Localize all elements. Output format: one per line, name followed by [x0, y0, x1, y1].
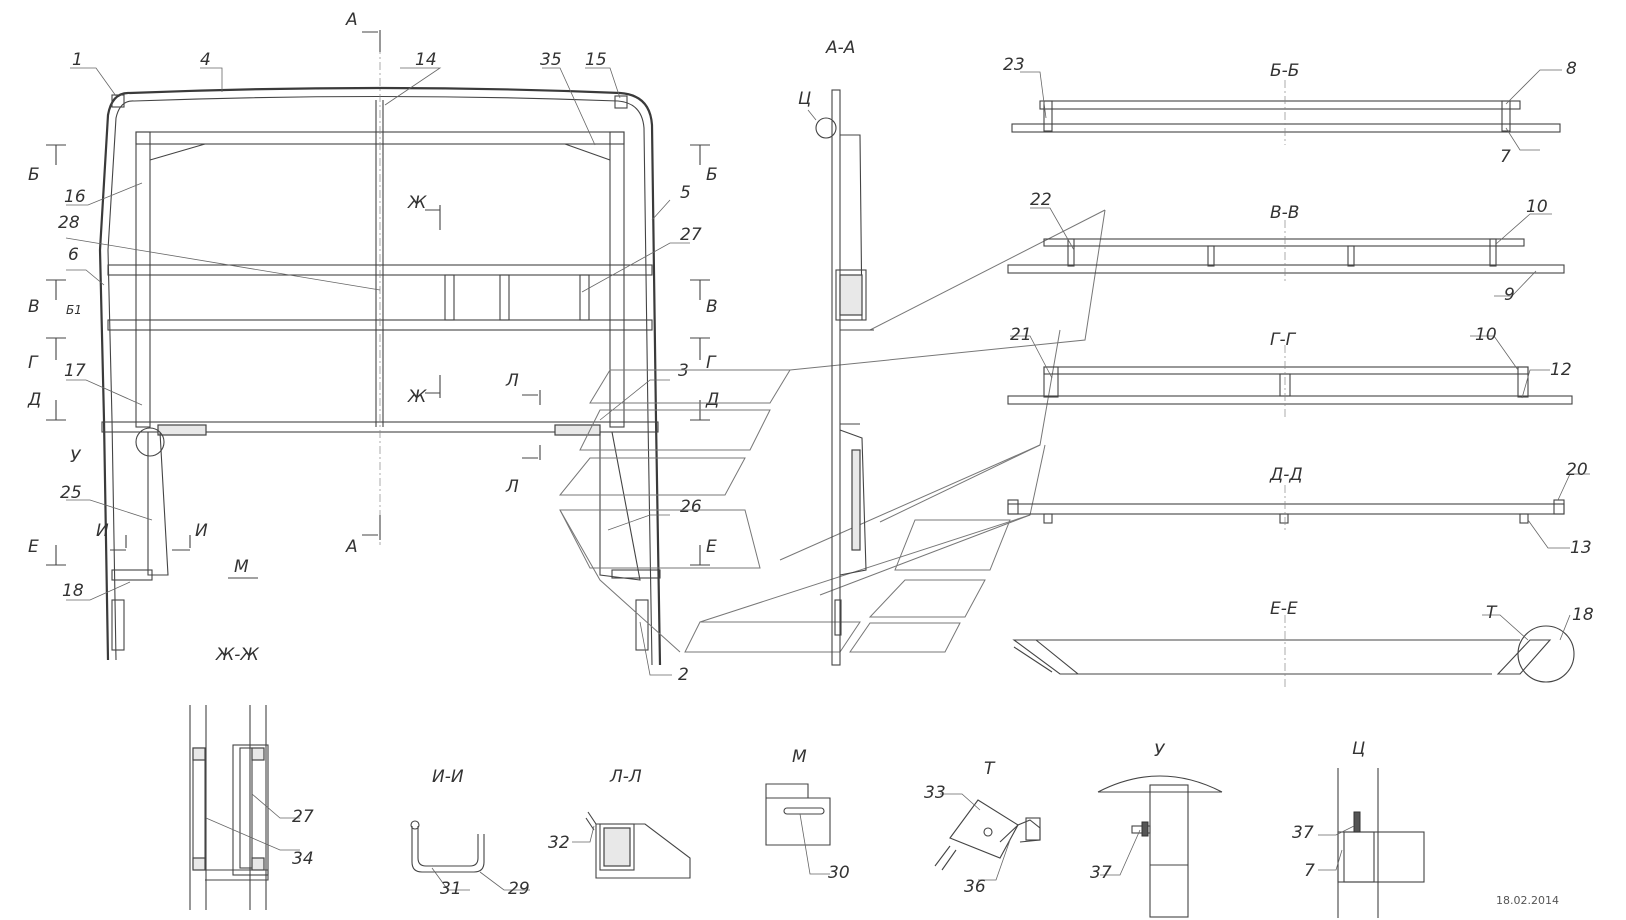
- section-gg-part-10: 10: [1475, 325, 1497, 345]
- main-part-28: 28: [58, 213, 80, 233]
- detail-ts-part-37: 37: [1292, 823, 1314, 843]
- marker-v-right: В: [706, 297, 718, 317]
- section-dd-title: Д-Д: [1269, 465, 1303, 485]
- detail-ii-part-31: 31: [440, 879, 462, 899]
- detail-ts-view: [1318, 768, 1425, 918]
- marker-g-right: Г: [706, 353, 717, 373]
- main-part-27: 27: [680, 225, 702, 245]
- main-part-15: 15: [585, 50, 607, 70]
- main-part-16: 16: [64, 187, 86, 207]
- main-part-1: 1: [72, 50, 83, 70]
- detail-t-part-33: 33: [924, 783, 946, 803]
- marker-b-right: Б: [706, 165, 718, 185]
- main-part-14: 14: [415, 50, 437, 70]
- marker-a-bottom: А: [345, 537, 358, 557]
- section-aa-callout: Ц: [798, 89, 811, 109]
- main-part-6: 6: [68, 245, 79, 265]
- detail-u-view: [1097, 775, 1223, 918]
- section-bb-part-8: 8: [1566, 59, 1577, 79]
- marker-a-top: А: [345, 10, 358, 30]
- detail-zhzh-part-27: 27: [292, 807, 314, 827]
- detail-ts-title: Ц: [1352, 739, 1365, 759]
- marker-m: М: [234, 557, 249, 577]
- section-dd-view: [1007, 473, 1590, 549]
- detail-ll-view: [572, 811, 691, 879]
- section-ee-view: [1012, 614, 1575, 690]
- marker-l-top: Л: [505, 371, 519, 391]
- main-part-4: 4: [200, 50, 211, 70]
- marker-u: У: [70, 447, 82, 467]
- section-bb-part-23: 23: [1003, 55, 1025, 75]
- main-front-view: [46, 30, 710, 676]
- marker-b-left: Б: [28, 165, 40, 185]
- detail-ts-part-7: 7: [1304, 861, 1315, 881]
- detail-m-view: [765, 783, 831, 875]
- detail-m-title: М: [792, 747, 807, 767]
- ghost-overlay-panels: [558, 209, 1106, 653]
- section-ee-callout-t: Т: [1486, 603, 1498, 623]
- section-bb-view: [1011, 69, 1562, 151]
- detail-t-part-36: 36: [964, 877, 986, 897]
- section-aa-title: А-А: [825, 38, 855, 58]
- detail-u-title: У: [1154, 741, 1166, 761]
- section-vv-part-10: 10: [1526, 197, 1548, 217]
- section-gg-view: [1007, 335, 1573, 418]
- marker-i-left: И: [96, 521, 109, 541]
- detail-u-part-37: 37: [1090, 863, 1112, 883]
- detail-ii-view: [410, 820, 530, 891]
- main-part-2: 2: [678, 665, 689, 685]
- section-vv-part-22: 22: [1030, 190, 1052, 210]
- detail-zhzh-view: [189, 705, 300, 910]
- section-vv-view: [1007, 207, 1565, 297]
- marker-zh-mid: Ж: [407, 387, 427, 407]
- main-part-18: 18: [62, 581, 84, 601]
- main-part-3: 3: [678, 361, 689, 381]
- detail-zhzh-part-34: 34: [292, 849, 314, 869]
- section-aa-view: [807, 89, 874, 666]
- section-gg-title: Г-Г: [1270, 330, 1297, 350]
- main-part-25: 25: [60, 483, 82, 503]
- marker-zh-top: Ж: [407, 193, 427, 213]
- detail-t-title: Т: [984, 759, 996, 779]
- main-part-5: 5: [680, 183, 691, 203]
- section-bb-part-7: 7: [1500, 147, 1511, 167]
- section-vv-title: В-В: [1270, 203, 1299, 223]
- marker-g-left: Г: [28, 353, 39, 373]
- detail-ll-part-32: 32: [548, 833, 570, 853]
- detail-m-part-30: 30: [828, 863, 850, 883]
- section-dd-part-20: 20: [1566, 460, 1588, 480]
- marker-l-bottom: Л: [505, 477, 519, 497]
- marker-e-left: Е: [28, 537, 39, 557]
- marker-b1: Б1: [66, 303, 82, 317]
- detail-ii-title: И-И: [432, 767, 464, 787]
- marker-v-left: В: [28, 297, 40, 317]
- marker-i-right: И: [195, 521, 208, 541]
- section-ee-title: Е-Е: [1270, 599, 1298, 619]
- detail-ll-title: Л-Л: [609, 767, 642, 787]
- marker-d-right: Д: [705, 390, 719, 410]
- detail-t-view: [934, 793, 1041, 881]
- marker-e-right: Е: [706, 537, 717, 557]
- section-gg-part-21: 21: [1010, 325, 1032, 345]
- main-part-17: 17: [64, 361, 86, 381]
- main-part-35: 35: [540, 50, 562, 70]
- drawing-date: 18.02.2014: [1496, 894, 1559, 907]
- detail-zhzh-title: Ж-Ж: [215, 645, 259, 665]
- section-vv-part-9: 9: [1504, 285, 1515, 305]
- main-part-26: 26: [680, 497, 702, 517]
- section-bb-title: Б-Б: [1270, 61, 1299, 81]
- detail-ii-part-29: 29: [508, 879, 530, 899]
- section-gg-part-12: 12: [1550, 360, 1572, 380]
- section-ee-part-18: 18: [1572, 605, 1594, 625]
- section-dd-part-13: 13: [1570, 538, 1592, 558]
- marker-d-left: Д: [27, 390, 41, 410]
